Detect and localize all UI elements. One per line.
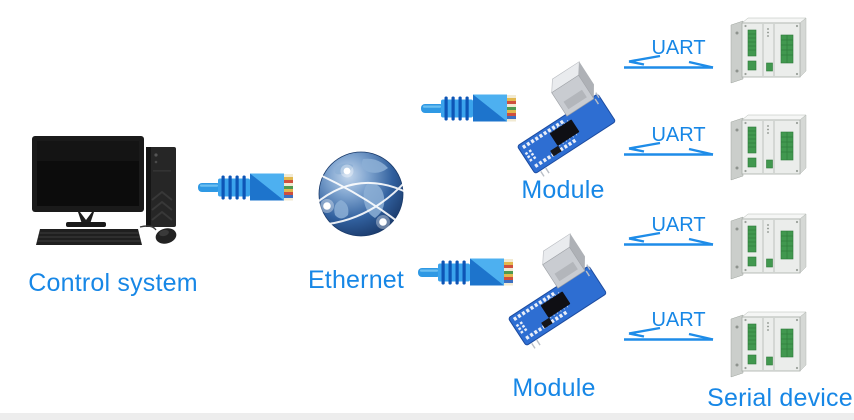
- ethernet-cable-icon: [421, 92, 516, 124]
- ethernet-label: Ethernet: [307, 266, 405, 294]
- module-top-label: Module: [521, 176, 605, 204]
- serial-device-icon: [729, 15, 813, 85]
- uart-arrows-icon: [624, 54, 714, 69]
- serial-device-icon: [729, 211, 813, 281]
- serial-module-icon: [516, 61, 616, 177]
- page-bottom-divider: [0, 413, 854, 420]
- control-system-label: Control system: [28, 269, 198, 297]
- serial-device-icon: [729, 112, 813, 182]
- desktop-computer-icon: [20, 126, 185, 251]
- ethernet-cable-icon: [198, 171, 293, 203]
- serial-device-icon: [729, 309, 813, 379]
- uart-link-1: UART: [622, 38, 717, 72]
- uart-arrows-icon: [624, 141, 714, 156]
- uart-link-3: UART: [622, 215, 717, 249]
- serial-module-icon: [507, 233, 607, 349]
- uart-link-2: UART: [622, 125, 717, 159]
- uart-label: UART: [651, 124, 706, 146]
- uart-label: UART: [651, 37, 706, 59]
- uart-arrows-icon: [624, 326, 714, 341]
- uart-link-4: UART: [622, 310, 717, 344]
- uart-label: UART: [651, 309, 706, 331]
- serial-device-label: Serial device: [707, 384, 853, 412]
- globe-icon: [313, 150, 409, 238]
- module-bottom-label: Module: [512, 374, 596, 402]
- uart-label: UART: [651, 214, 706, 236]
- ethernet-cable-icon: [418, 256, 513, 288]
- uart-arrows-icon: [624, 231, 714, 246]
